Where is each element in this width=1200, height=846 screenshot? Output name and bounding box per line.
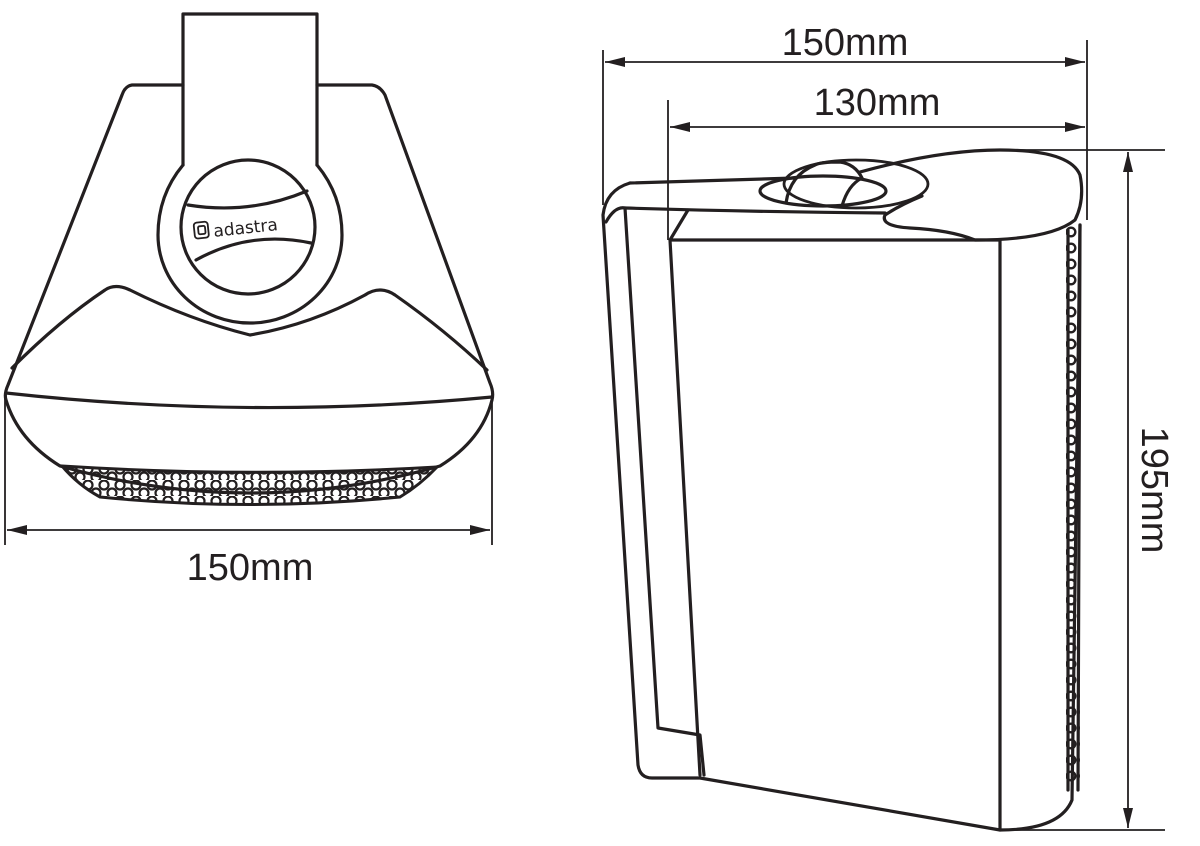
tweeter-dome	[784, 160, 864, 208]
height-label: 195mm	[1133, 427, 1175, 554]
body-depth-label: 130mm	[814, 82, 941, 124]
bracket-ring	[156, 163, 344, 325]
front-view: adastra 150mm	[3, 12, 495, 589]
tweeter-ring	[758, 174, 888, 208]
front-width-label: 150mm	[187, 547, 314, 589]
side-inner-front-edge	[604, 206, 706, 777]
badge-band-top	[186, 189, 309, 210]
side-top-edge	[623, 206, 887, 215]
side-front-panel	[668, 208, 1002, 832]
front-band	[4, 391, 494, 410]
side-outer-outline	[601, 181, 1082, 832]
side-top-cap	[628, 148, 1084, 242]
side-view: 150mm 130mm 195mm	[601, 22, 1175, 832]
front-wave-line	[10, 284, 489, 372]
overall-depth-label: 150mm	[782, 22, 909, 64]
tweeter-ring-outer	[782, 158, 930, 210]
logo-badge	[179, 158, 317, 296]
front-body-outline	[3, 83, 495, 495]
badge-band-bottom	[194, 237, 313, 262]
front-grille-outline	[58, 464, 441, 506]
side-grille-holes	[1066, 225, 1080, 785]
mounting-bracket	[181, 12, 319, 167]
